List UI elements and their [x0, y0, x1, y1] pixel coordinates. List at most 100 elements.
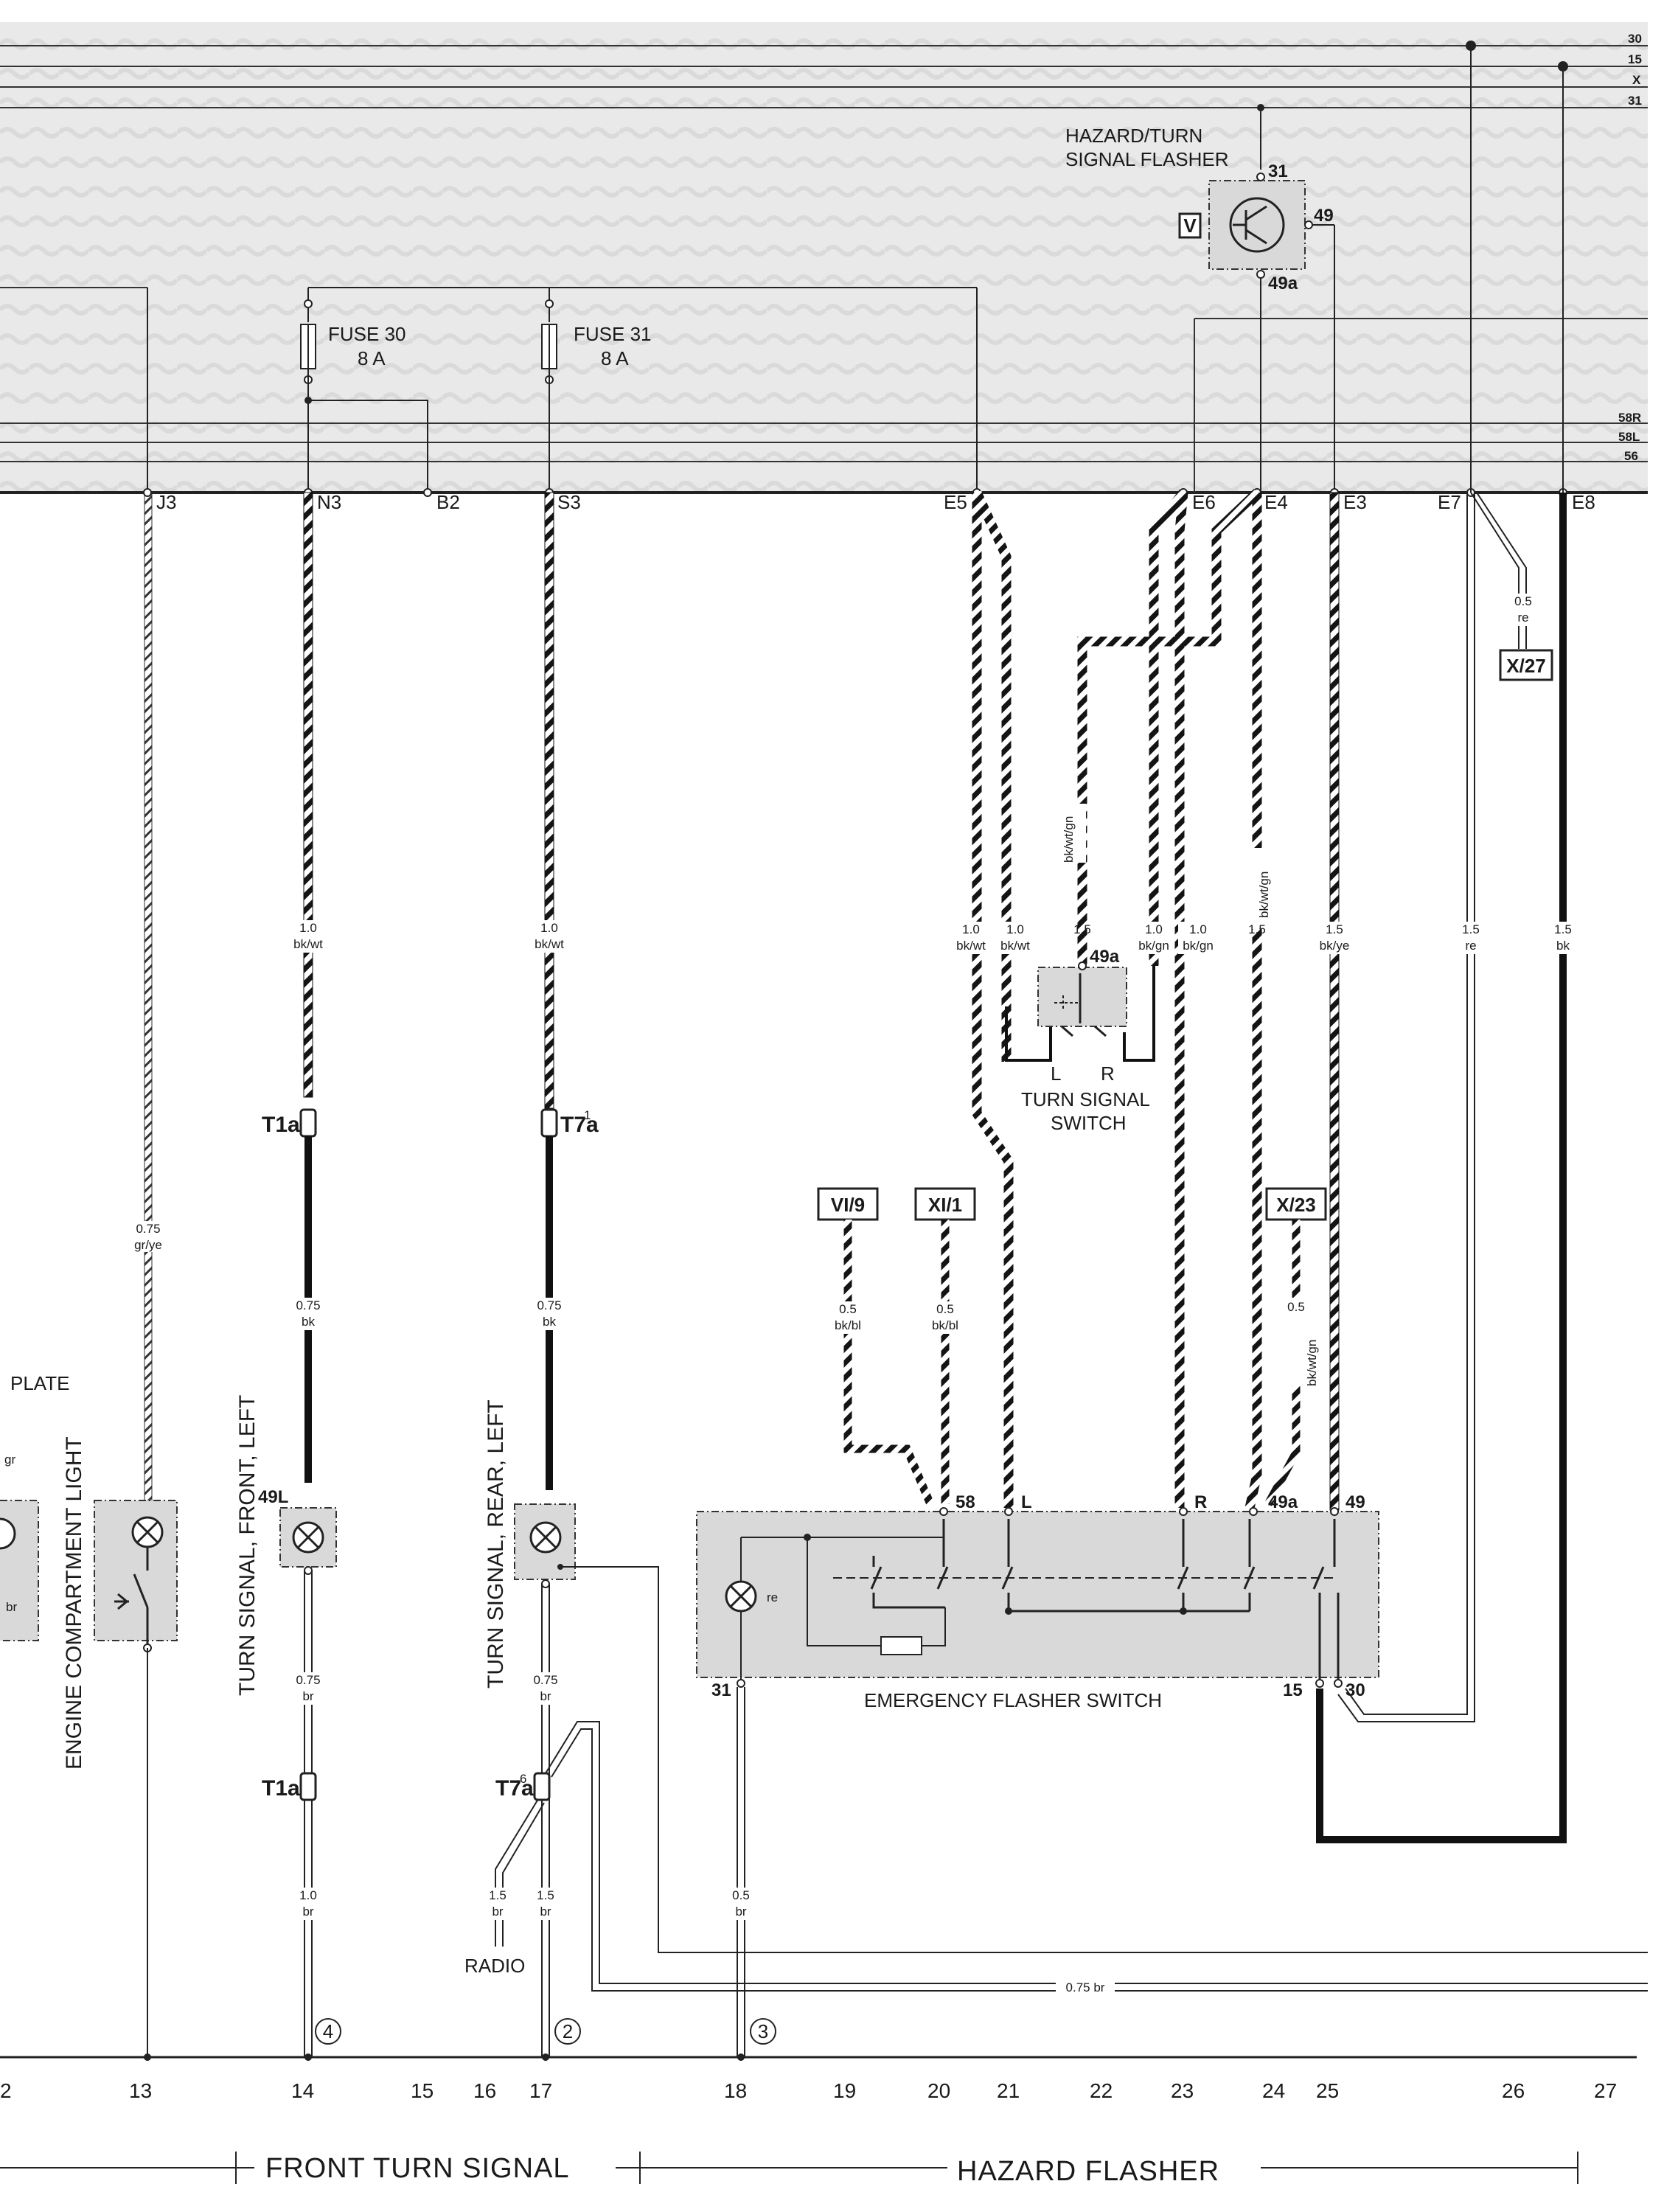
svg-text:4: 4	[323, 2020, 333, 2042]
column-numbers: 2 13 14 15 16 17 18 19 20 21 22 23 24 25…	[0, 2079, 1617, 2102]
svg-text:17: 17	[529, 2079, 552, 2102]
svg-text:T1a: T1a	[262, 1113, 300, 1137]
wire-e4	[1244, 493, 1262, 1509]
flasher-transistor-icon	[1229, 197, 1285, 253]
svg-text:gr/ye: gr/ye	[134, 1238, 162, 1252]
svg-text:16: 16	[473, 2079, 496, 2102]
pin-49l: 49L	[258, 1487, 288, 1507]
emergency-lamp-color: re	[767, 1590, 778, 1604]
svg-text:X/27: X/27	[1506, 655, 1546, 677]
section-brackets	[0, 2152, 1578, 2184]
svg-text:0.75: 0.75	[533, 1673, 557, 1687]
hazard-flasher-box	[1208, 180, 1306, 270]
connector-j3: J3	[156, 491, 176, 513]
section-front-turn-signal: FRONT TURN SIGNAL	[265, 2153, 570, 2184]
radio-label: RADIO	[464, 1955, 525, 1977]
emergency-resistor-icon	[880, 1636, 922, 1655]
svg-text:0.75: 0.75	[537, 1298, 561, 1312]
ref-box-x27	[1499, 649, 1553, 681]
terminal-t1a-lower	[299, 1772, 317, 1801]
wire-label-mid: 0.75 br	[1066, 1980, 1105, 1994]
svg-text:XI/1: XI/1	[928, 1194, 962, 1216]
svg-text:X/23: X/23	[1276, 1194, 1316, 1216]
svg-text:br: br	[540, 1689, 551, 1703]
svg-text:bk/bl: bk/bl	[835, 1318, 861, 1332]
svg-text:1.0: 1.0	[1145, 922, 1163, 936]
wire-e5-a	[972, 493, 1014, 1508]
svg-text:br: br	[735, 1905, 746, 1919]
flasher-pin-49a: 49a	[1268, 274, 1298, 293]
svg-text:13: 13	[129, 2079, 152, 2102]
svg-text:25: 25	[1316, 2079, 1339, 2102]
flasher-pin-31: 31	[1268, 161, 1288, 181]
terminal-t7a-1	[540, 1108, 558, 1138]
svg-text:bk: bk	[1556, 939, 1570, 953]
svg-text:1.0: 1.0	[299, 921, 317, 935]
emergency-switch-contacts	[870, 1519, 1340, 1681]
svg-text:6: 6	[520, 1772, 526, 1786]
ground-node-4	[315, 2018, 341, 2045]
svg-text:T7a: T7a	[495, 1776, 534, 1801]
svg-text:1.0: 1.0	[540, 921, 558, 935]
svg-text:24: 24	[1262, 2079, 1285, 2102]
ts-pin-r: R	[1101, 1062, 1115, 1085]
svg-text:1.0: 1.0	[962, 922, 980, 936]
svg-text:bk/wt: bk/wt	[1000, 939, 1030, 953]
svg-text:bk/ye: bk/ye	[1320, 939, 1350, 953]
svg-text:22: 22	[1090, 2079, 1113, 2102]
svg-text:br: br	[492, 1905, 503, 1919]
emergency-flasher-switch-label: EMERGENCY FLASHER SWITCH	[864, 1689, 1162, 1711]
turn-signal-switch-box	[1037, 967, 1127, 1027]
svg-text:23: 23	[1171, 2079, 1194, 2102]
svg-text:1.5: 1.5	[1462, 922, 1480, 936]
connector-b2: B2	[436, 491, 460, 513]
es-pin-r: R	[1194, 1492, 1207, 1512]
ref-box-xi1	[914, 1187, 976, 1221]
svg-text:bk/wt: bk/wt	[293, 937, 323, 951]
terminal-t1a-front	[299, 1108, 317, 1138]
es-pin-30: 30	[1346, 1680, 1365, 1700]
wire-n3-bkwt	[303, 492, 313, 1098]
svg-text:br: br	[540, 1905, 551, 1919]
fuse-31-name: FUSE 31	[574, 323, 652, 345]
ts-label-2: SWITCH	[1051, 1112, 1127, 1134]
es-pin-49a: 49a	[1268, 1492, 1298, 1512]
svg-text:bk/wt/gn: bk/wt/gn	[1305, 1340, 1319, 1386]
svg-text:bk/wt: bk/wt	[535, 937, 564, 951]
wire-s3-bkwt	[544, 492, 554, 1109]
bus-label-58l: 58L	[1618, 430, 1640, 444]
svg-text:0.5: 0.5	[1514, 594, 1532, 608]
bus-label-15: 15	[1628, 52, 1642, 66]
svg-text:0.5: 0.5	[732, 1888, 750, 1902]
svg-text:bk/bl: bk/bl	[932, 1318, 958, 1332]
svg-text:br: br	[302, 1905, 313, 1919]
svg-text:1: 1	[584, 1108, 591, 1122]
flasher-code: V	[1183, 215, 1197, 237]
emergency-flasher-switch-box	[696, 1511, 1379, 1678]
svg-text:27: 27	[1594, 2079, 1617, 2102]
svg-text:bk: bk	[302, 1315, 315, 1329]
ground-node-3	[750, 2018, 776, 2045]
connector-e3: E3	[1343, 491, 1367, 513]
terminal-t7a-6	[533, 1772, 551, 1801]
svg-text:1.0: 1.0	[1006, 922, 1024, 936]
svg-text:3: 3	[758, 2020, 768, 2042]
bus-label-30: 30	[1628, 32, 1642, 46]
svg-text:19: 19	[833, 2079, 856, 2102]
flasher-pin-49: 49	[1314, 206, 1334, 226]
connector-e4: E4	[1264, 491, 1288, 513]
ref-box-x23	[1265, 1187, 1327, 1221]
es-pin-49: 49	[1346, 1492, 1365, 1512]
connector-e7: E7	[1438, 491, 1461, 513]
svg-text:VI/9: VI/9	[831, 1194, 865, 1216]
svg-text:2: 2	[563, 2020, 573, 2042]
es-pin-15: 15	[1283, 1680, 1303, 1700]
connector-s3: S3	[557, 491, 581, 513]
es-pin-58: 58	[955, 1492, 975, 1512]
turn-signal-rear-left-label: TURN SIGNAL, REAR, LEFT	[484, 1399, 508, 1688]
svg-text:gr: gr	[4, 1453, 15, 1467]
svg-text:bk/gn: bk/gn	[1138, 939, 1169, 953]
svg-text:1.5: 1.5	[537, 1888, 554, 1902]
flasher-title-2: SIGNAL FLASHER	[1065, 148, 1229, 170]
